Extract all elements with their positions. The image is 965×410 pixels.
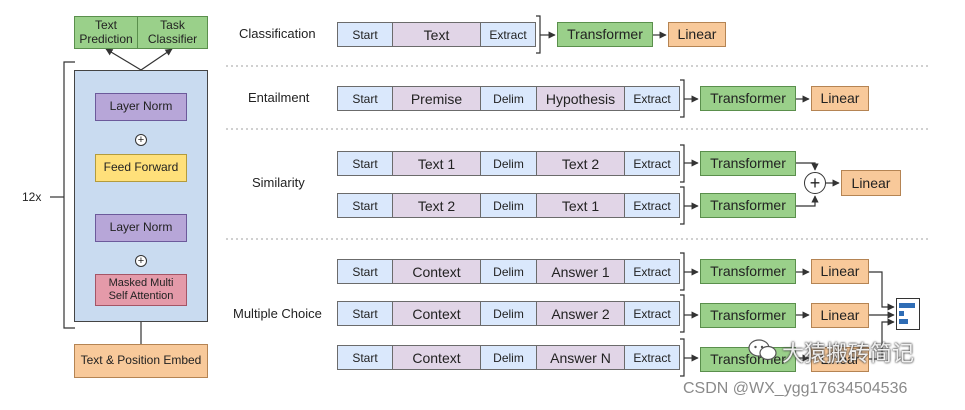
layer-norm-bottom: Layer Norm <box>95 214 187 242</box>
segment-extract: Extract <box>625 151 680 176</box>
input-bracket <box>680 338 685 377</box>
segment-extract: Extract <box>625 301 680 326</box>
linear-box: Linear <box>811 303 869 328</box>
segment-context: Context <box>393 345 481 370</box>
linear-box: Linear <box>668 22 726 47</box>
segment-delim: Delim <box>481 301 537 326</box>
segment-text-1: Text 1 <box>393 151 481 176</box>
segment-extract: Extract <box>625 345 680 370</box>
residual-add-icon: + <box>135 255 147 267</box>
segment-context: Context <box>393 301 481 326</box>
segment-start: Start <box>337 151 393 176</box>
input-bracket <box>680 252 685 291</box>
segment-text-2: Text 2 <box>393 193 481 218</box>
segment-answer: Answer 2 <box>537 301 625 326</box>
segment-delim: Delim <box>481 151 537 176</box>
task-classifier-head: Task Classifier <box>137 16 208 49</box>
output-bar <box>899 319 908 324</box>
linear-box: Linear <box>811 259 869 284</box>
segment-extract: Extract <box>625 86 680 111</box>
text-prediction-head: Text Prediction <box>74 16 138 49</box>
combine-add-icon: + <box>804 172 826 194</box>
to-softmax-arrow <box>869 318 895 360</box>
wechat-glyph <box>748 339 777 361</box>
segment-extract: Extract <box>481 22 536 47</box>
segment-context: Context <box>393 259 481 284</box>
text-position-embed: Text & Position Embed <box>74 344 208 378</box>
output-bar <box>899 303 915 308</box>
segment-delim: Delim <box>481 259 537 284</box>
to-add-arrow <box>796 195 819 207</box>
block-to-prediction-arrow <box>105 48 142 71</box>
segment-text-2: Text 2 <box>537 151 625 176</box>
to-add-arrow <box>796 162 819 171</box>
watermark-text: 大猿搬砖简记 <box>782 341 915 366</box>
input-bracket <box>680 294 685 333</box>
linear-box: Linear <box>811 86 869 111</box>
output-bar <box>899 311 904 316</box>
segment-delim: Delim <box>481 86 537 111</box>
segment-answer: Answer 1 <box>537 259 625 284</box>
segment-start: Start <box>337 86 393 111</box>
segment-start: Start <box>337 193 393 218</box>
segment-extract: Extract <box>625 259 680 284</box>
segment-hypothesis: Hypothesis <box>537 86 625 111</box>
feed-forward-layer: Feed Forward <box>95 154 187 182</box>
csdn-credit: CSDN @WX_ygg17634504536 <box>683 380 908 397</box>
segment-start: Start <box>337 22 393 47</box>
task-label-classification: Classification <box>239 26 316 41</box>
segment-answer: Answer N <box>537 345 625 370</box>
transformer-box: Transformer <box>700 86 796 111</box>
transformer-box: Transformer <box>700 303 796 328</box>
masked-self-attention-layer: Masked Multi Self Attention <box>95 274 187 306</box>
segment-text: Text <box>393 22 481 47</box>
transformer-box: Transformer <box>700 151 796 176</box>
segment-start: Start <box>337 345 393 370</box>
segment-start: Start <box>337 301 393 326</box>
repeat-count-label: 12x <box>22 190 42 204</box>
input-bracket <box>536 15 541 54</box>
block-to-classifier-arrow <box>140 48 173 71</box>
linear-box: Linear <box>841 170 901 196</box>
task-label-similarity: Similarity <box>252 175 305 190</box>
input-bracket <box>680 79 685 118</box>
input-bracket <box>680 144 685 183</box>
task-label-multiple-choice: Multiple Choice <box>233 306 322 321</box>
wechat-icon <box>748 339 778 361</box>
linear-box: Linear <box>811 347 869 372</box>
task-label-entailment: Entailment <box>248 90 310 105</box>
input-bracket <box>680 186 685 225</box>
transformer-box: Transformer <box>700 193 796 218</box>
softmax-output-icon <box>896 298 920 330</box>
to-softmax-arrow <box>869 271 895 311</box>
residual-add-icon: + <box>135 134 147 146</box>
segment-extract: Extract <box>625 193 680 218</box>
segment-delim: Delim <box>481 345 537 370</box>
repeat-bracket <box>63 61 75 329</box>
transformer-box: Transformer <box>557 22 653 47</box>
segment-start: Start <box>337 259 393 284</box>
segment-premise: Premise <box>393 86 481 111</box>
segment-delim: Delim <box>481 193 537 218</box>
layer-norm-top: Layer Norm <box>95 93 187 121</box>
transformer-box: Transformer <box>700 259 796 284</box>
segment-text-1: Text 1 <box>537 193 625 218</box>
